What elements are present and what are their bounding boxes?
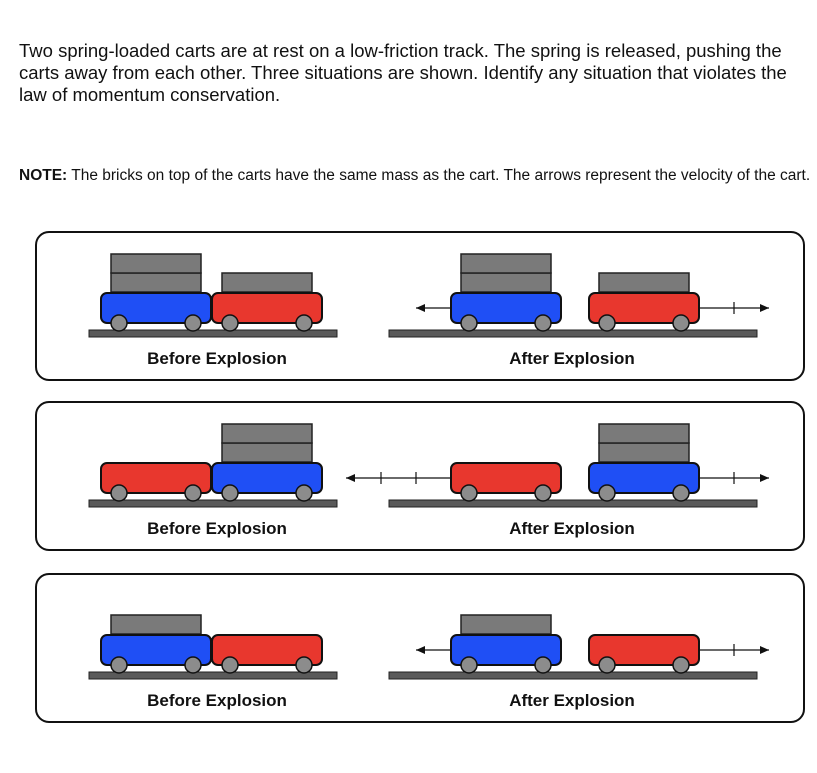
velocity-arrow <box>346 472 451 484</box>
cart-body <box>211 634 323 666</box>
before-label: Before Explosion <box>147 519 287 538</box>
note-text: NOTE: The bricks on top of the carts hav… <box>19 166 814 185</box>
velocity-arrow <box>699 302 769 314</box>
wheel <box>221 314 239 332</box>
arrow-head <box>760 646 769 654</box>
red-cart <box>588 634 700 674</box>
wheel <box>221 484 239 502</box>
red-cart <box>211 634 323 674</box>
blue-cart <box>100 614 212 674</box>
cart-body <box>211 462 323 494</box>
arrow-head <box>760 304 769 312</box>
situation-panel-3: Before Explosion After Explosion <box>35 573 805 723</box>
brick <box>110 272 202 293</box>
cart-body <box>211 292 323 324</box>
brick <box>110 614 202 635</box>
after-label: After Explosion <box>509 691 635 710</box>
wheel <box>110 484 128 502</box>
brick <box>110 253 202 274</box>
red-cart <box>450 462 562 502</box>
brick <box>460 272 552 293</box>
before-label: Before Explosion <box>147 691 287 710</box>
blue-cart <box>450 253 562 332</box>
track <box>388 499 758 508</box>
red-cart <box>588 272 700 332</box>
track <box>88 329 338 338</box>
arrow-head <box>346 474 355 482</box>
wheel <box>221 656 239 674</box>
situation-diagram-1: Before Explosion After Explosion <box>88 253 769 368</box>
arrow-head <box>416 646 425 654</box>
arrow-head <box>416 304 425 312</box>
blue-cart <box>100 253 212 332</box>
wheel <box>295 314 313 332</box>
wheel <box>460 484 478 502</box>
wheel <box>672 314 690 332</box>
wheel <box>110 314 128 332</box>
situation-panel-2: Before Explosion After Explosion <box>35 401 805 551</box>
situation-diagram-2: Before Explosion After Explosion <box>88 423 769 538</box>
wheel <box>672 656 690 674</box>
wheel <box>460 314 478 332</box>
blue-cart <box>588 423 700 502</box>
velocity-arrow <box>416 304 451 312</box>
situation-diagram-3: Before Explosion After Explosion <box>88 614 769 710</box>
wheel <box>110 656 128 674</box>
track <box>388 671 758 680</box>
wheel <box>598 656 616 674</box>
brick <box>460 253 552 274</box>
velocity-arrow <box>699 644 769 656</box>
situation-panel-1: Before Explosion After Explosion <box>35 231 805 381</box>
track <box>88 499 338 508</box>
blue-cart <box>450 614 562 674</box>
question-text: Two spring-loaded carts are at rest on a… <box>19 40 787 105</box>
wheel <box>534 314 552 332</box>
red-cart <box>100 462 212 502</box>
wheel <box>672 484 690 502</box>
velocity-arrow <box>416 646 451 654</box>
wheel <box>598 314 616 332</box>
brick <box>460 614 552 635</box>
wheel <box>295 656 313 674</box>
brick <box>221 272 313 293</box>
blue-cart <box>211 423 323 502</box>
brick <box>221 423 313 444</box>
note-body: The bricks on top of the carts have the … <box>67 167 811 184</box>
track <box>88 671 338 680</box>
note-label: NOTE: <box>19 167 68 184</box>
wheel <box>534 484 552 502</box>
after-label: After Explosion <box>509 349 635 368</box>
wheel <box>295 484 313 502</box>
wheel <box>184 484 202 502</box>
wheel <box>184 656 202 674</box>
after-label: After Explosion <box>509 519 635 538</box>
brick <box>221 442 313 463</box>
brick <box>598 442 690 463</box>
wheel <box>460 656 478 674</box>
wheel <box>184 314 202 332</box>
wheel <box>598 484 616 502</box>
before-label: Before Explosion <box>147 349 287 368</box>
brick <box>598 423 690 444</box>
velocity-arrow <box>699 472 769 484</box>
arrow-head <box>760 474 769 482</box>
red-cart <box>211 272 323 332</box>
brick <box>598 272 690 293</box>
wheel <box>534 656 552 674</box>
track <box>388 329 758 338</box>
